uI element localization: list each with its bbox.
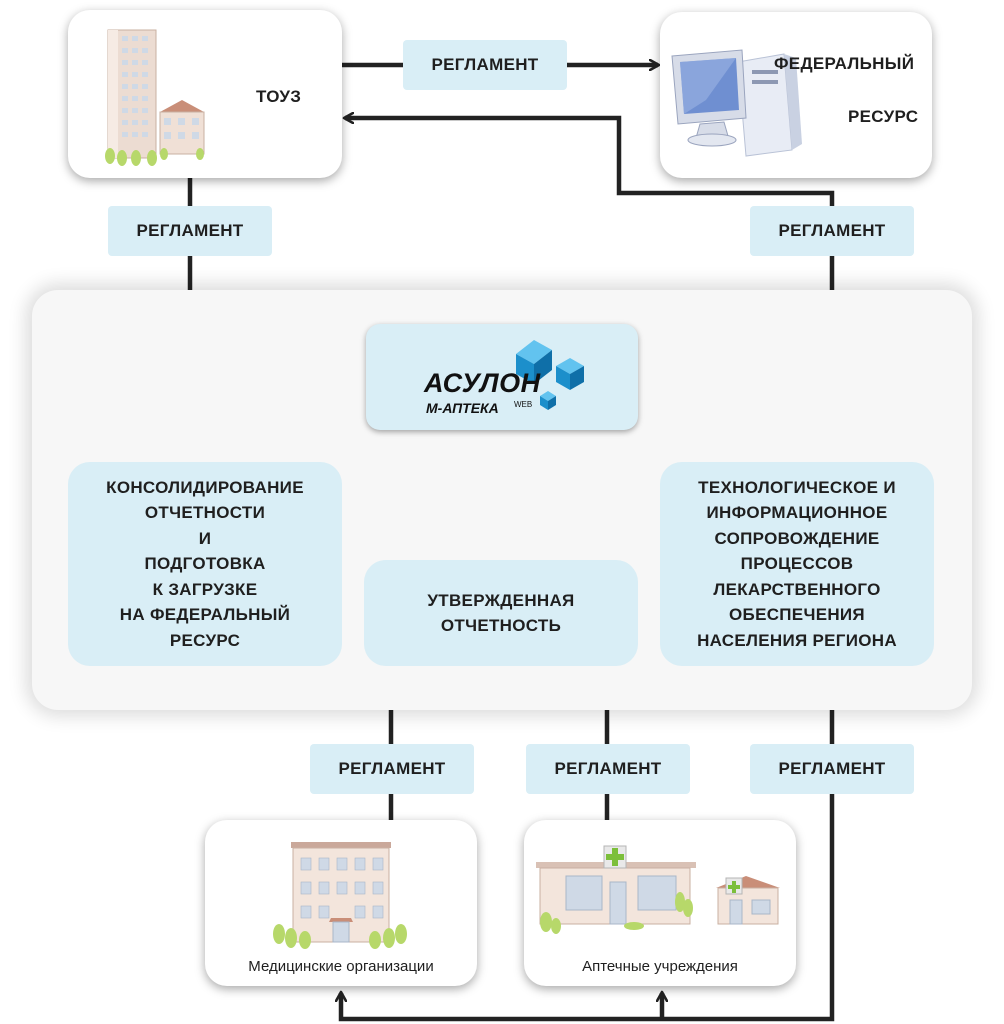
touz-card: ТОУЗ — [68, 10, 342, 178]
reglament-label-top: РЕГЛАМЕНТ — [403, 40, 567, 90]
tech-support-box: ТЕХНОЛОГИЧЕСКОЕ И ИНФОРМАЦИОННОЕ СОПРОВО… — [660, 462, 934, 666]
touz-title: ТОУЗ — [256, 87, 302, 106]
medical-orgs-caption: Медицинские организации — [248, 958, 434, 975]
arrow-tech-to-orgs — [341, 665, 835, 1022]
asulon-logo: АСУЛОН М-АПТЕКА WEB — [366, 324, 638, 430]
consolidation-box: КОНСОЛИДИРОВАНИЕ ОТЧЕТНОСТИ И ПОДГОТОВКА… — [68, 462, 342, 666]
arrow-tech-to-touz — [345, 118, 835, 460]
reglament-label-pharmacy: РЕГЛАМЕНТ — [526, 744, 690, 794]
reglament-label-medical: РЕГЛАМЕНТ — [310, 744, 474, 794]
cubes-icon — [516, 340, 584, 410]
federal-resource-line2: РЕСУРС — [848, 107, 919, 126]
federal-resource-card: ФЕДЕРАЛЬНЫЙ РЕСУРС — [660, 12, 932, 178]
computer-icon — [671, 49, 802, 157]
pharmacy-building-icon — [536, 845, 780, 934]
reglament-label-right-lower: РЕГЛАМЕНТ — [750, 744, 914, 794]
reglament-label-right-upper: РЕГЛАМЕНТ — [750, 206, 914, 256]
hospital-building-icon — [273, 842, 407, 949]
reglament-label-left: РЕГЛАМЕНТ — [108, 206, 272, 256]
approved-reporting-box: УТВЕРЖДЕННАЯ ОТЧЕТНОСТЬ — [364, 560, 638, 666]
logo-sup: WEB — [514, 400, 533, 409]
pharmacies-caption: Аптечные учреждения — [582, 958, 738, 975]
logo-line2: М-АПТЕКА — [426, 400, 499, 416]
federal-resource-line1: ФЕДЕРАЛЬНЫЙ — [774, 54, 915, 73]
medical-orgs-card: Медицинские организации — [205, 820, 477, 986]
buildings-icon — [105, 29, 205, 166]
logo-line1: АСУЛОН — [424, 368, 541, 398]
pharmacies-card: Аптечные учреждения — [524, 820, 796, 986]
